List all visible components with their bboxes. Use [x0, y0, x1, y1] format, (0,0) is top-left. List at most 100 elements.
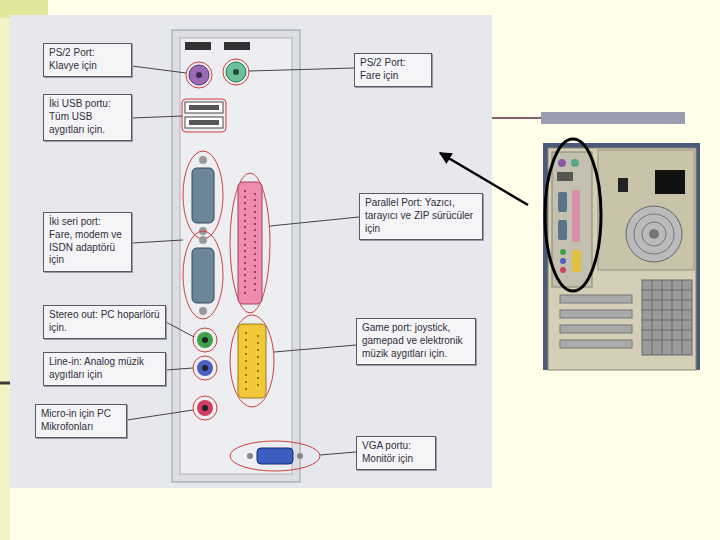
ps2-port	[558, 159, 566, 167]
slide-bar	[541, 112, 685, 124]
callout-text: Stereo out: PC hoparlörü için.	[49, 309, 160, 335]
port-hole	[233, 69, 239, 75]
pin-row	[254, 193, 256, 293]
port-hole	[202, 365, 208, 371]
callout-box: İki USB portu: Tüm USB aygıtları için.	[43, 94, 132, 141]
io-shield	[172, 30, 300, 482]
leader-line	[166, 368, 193, 370]
callout-text: Game port: joystick, gamepad ve elektron…	[362, 322, 470, 360]
callout-text: Micro-in için PC Mikrofonları	[41, 408, 121, 434]
vent	[642, 280, 692, 355]
expansion-slot	[560, 325, 632, 333]
usb-port	[185, 102, 223, 113]
screw	[199, 156, 207, 164]
pin-row	[244, 190, 246, 296]
highlight-ring	[183, 151, 223, 239]
usb-port	[185, 117, 223, 128]
leader-line	[132, 240, 183, 243]
callout-text: PS/2 Port: Fare için	[360, 57, 426, 83]
leader-lines	[127, 66, 359, 455]
io-shield-inner	[180, 38, 292, 474]
parallel-port	[572, 190, 580, 242]
fan	[626, 206, 682, 262]
port-hole	[202, 405, 208, 411]
expansion-slot	[560, 340, 632, 348]
screw	[297, 453, 303, 459]
usb-tongue	[189, 120, 219, 125]
ps2-mouse-port	[226, 62, 246, 82]
highlight-ring	[193, 328, 217, 352]
highlight-ring	[223, 59, 249, 85]
game-port	[572, 250, 581, 272]
screw	[199, 236, 207, 244]
fan-hub	[649, 229, 659, 239]
leader-line	[132, 66, 186, 73]
pc-case	[548, 148, 696, 370]
audio-jack	[197, 332, 213, 348]
pin-row	[245, 332, 247, 390]
side-strip	[0, 0, 10, 540]
callout-text: VGA portu: Monitör için	[362, 440, 430, 466]
fan-guard	[642, 222, 666, 246]
fan-guard	[634, 214, 674, 254]
shield-tab	[185, 42, 211, 50]
pc-photo	[543, 139, 700, 370]
port-hole	[202, 337, 208, 343]
expansion-slot	[560, 310, 632, 318]
callout-text: İki USB portu: Tüm USB aygıtları için.	[49, 98, 126, 136]
callout-box: Parallel Port: Yazıcı, tarayıcı ve ZIP s…	[359, 193, 483, 240]
leader-line	[274, 345, 356, 352]
vga-port	[257, 448, 293, 464]
callout-text: Parallel Port: Yazıcı, tarayıcı ve ZIP s…	[365, 197, 477, 235]
leader-line	[270, 217, 359, 226]
highlight-ring	[193, 396, 217, 420]
audio-jack	[197, 400, 213, 416]
io-shield	[552, 152, 592, 287]
highlight-ring	[193, 356, 217, 380]
power-supply	[598, 150, 694, 270]
audio-jack	[560, 249, 566, 255]
highlight-ring	[230, 173, 270, 313]
callout-box: İki seri port: Fare, modem ve ISDN adapt…	[43, 212, 132, 272]
callout-box: VGA portu: Monitör için	[356, 436, 436, 470]
audio-jack	[560, 267, 566, 273]
usb-port	[557, 172, 573, 181]
audio-jack	[560, 258, 566, 264]
serial-port	[558, 192, 567, 212]
leader-line	[249, 68, 354, 71]
serial-port	[558, 220, 567, 240]
game-port	[238, 324, 266, 398]
callout-box: PS/2 Port: Klavye için	[43, 43, 132, 77]
leader-line	[132, 116, 182, 118]
screw	[247, 453, 253, 459]
ps2-port	[571, 159, 579, 167]
usb-tongue	[189, 105, 219, 110]
shield-tab	[224, 42, 250, 50]
pin-row	[257, 335, 259, 387]
callout-box: Line-in: Analog müzik aygıtları için	[43, 352, 166, 386]
callout-box: Stereo out: PC hoparlörü için.	[43, 305, 166, 339]
callout-box: PS/2 Port: Fare için	[354, 53, 432, 87]
audio-jack	[197, 360, 213, 376]
parallel-port	[238, 182, 262, 304]
vent-grid	[642, 280, 692, 355]
callout-text: İki seri port: Fare, modem ve ISDN adapt…	[49, 216, 126, 267]
callout-text: PS/2 Port: Klavye için	[49, 47, 126, 73]
callout-text: Line-in: Analog müzik aygıtları için	[49, 356, 160, 382]
callout-box: Game port: joystick, gamepad ve elektron…	[356, 318, 476, 365]
leader-line	[127, 410, 193, 420]
highlight-oval	[545, 139, 601, 291]
highlight-ring	[182, 99, 226, 132]
leader-line	[320, 452, 356, 455]
highlight-ring	[230, 315, 274, 407]
expansion-slot	[560, 295, 632, 303]
slide-rule	[490, 117, 545, 119]
figure-ground	[10, 15, 492, 488]
power-switch	[618, 178, 628, 192]
highlight-ring	[186, 62, 212, 88]
ps2-keyboard-port	[189, 65, 209, 85]
photo-ground	[543, 143, 700, 370]
screw	[199, 307, 207, 315]
power-socket	[655, 170, 685, 194]
